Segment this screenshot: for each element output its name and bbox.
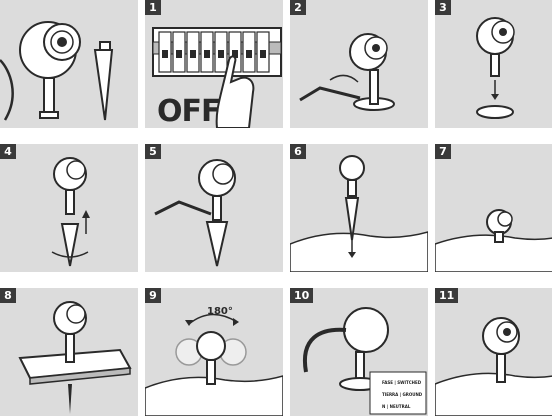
step-2-illustration xyxy=(290,0,428,128)
rotation-label: 180° xyxy=(207,306,233,317)
panel-step-4: 4 xyxy=(0,144,138,272)
step-6-illustration xyxy=(290,144,428,272)
panel-overview xyxy=(0,0,138,128)
step-11-illustration xyxy=(435,288,552,416)
panel-step-1: 1 OFF xyxy=(145,0,283,128)
panel-step-3: 3 xyxy=(435,0,552,128)
panel-step-10: 10 FASE | SWITCHED TIERRA | GROUND N | N… xyxy=(290,288,428,416)
panel-step-5: 5 xyxy=(145,144,283,272)
panel-step-6: 6 xyxy=(290,144,428,272)
step-3-illustration xyxy=(435,0,552,128)
wire-label-neutral: N | NEUTRAL xyxy=(382,404,410,409)
step-7-illustration xyxy=(435,144,552,272)
wire-label-switched: FASE | SWITCHED xyxy=(382,380,421,385)
step-5-illustration xyxy=(145,144,283,272)
step-8-illustration xyxy=(0,288,138,416)
off-label: OFF xyxy=(157,94,221,128)
panel-step-9: 9 180° xyxy=(145,288,283,416)
wire-label-ground: TIERRA | GROUND xyxy=(382,392,422,397)
panel-step-2: 2 xyxy=(290,0,428,128)
step-4-illustration xyxy=(0,144,138,272)
panel-step-7: 7 xyxy=(435,144,552,272)
panel-step-8: 8 xyxy=(0,288,138,416)
panel-step-11: 11 xyxy=(435,288,552,416)
overview-illustration xyxy=(0,0,138,128)
